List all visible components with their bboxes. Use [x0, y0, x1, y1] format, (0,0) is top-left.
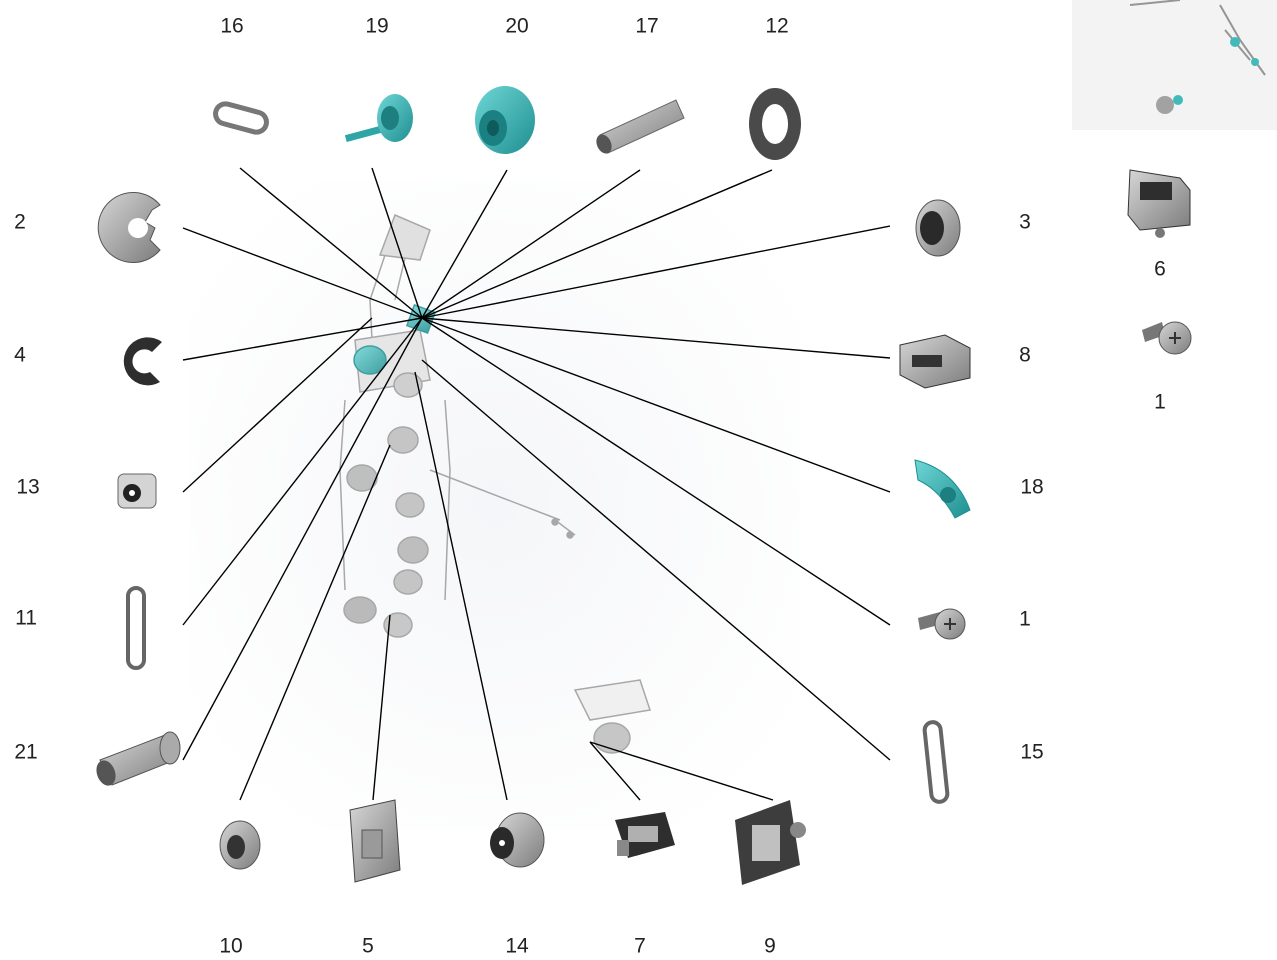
part-10-bushing-icon: [219, 820, 261, 870]
part-8-bracket-icon: [899, 334, 971, 389]
part-12-washer-icon: [749, 88, 801, 160]
label-left-5: 21: [14, 740, 38, 764]
label-inset-1: 6: [1154, 257, 1166, 281]
inset-overview: [1072, 0, 1277, 130]
label-right-2: 8: [1019, 343, 1031, 367]
inset-part-1-screw-icon: [1142, 321, 1192, 355]
label-top-4: 17: [635, 14, 659, 38]
part-2-e-clip-icon: [97, 192, 161, 263]
part-9-housing-icon: [735, 800, 806, 885]
part-4-c-clip-icon: [123, 337, 162, 386]
label-left-1: 2: [14, 210, 26, 234]
part-3-spacer-icon: [915, 199, 961, 257]
part-7-clamp-icon: [615, 812, 675, 858]
part-13-encoder-icon: [117, 473, 157, 509]
label-bottom-3: 14: [505, 934, 529, 958]
label-top-1: 16: [220, 14, 244, 38]
label-right-4: 1: [1019, 607, 1031, 631]
part-5-frame-icon: [349, 799, 401, 883]
label-bottom-2: 5: [362, 934, 374, 958]
part-14-motor-icon: [490, 812, 545, 868]
label-right-5: 15: [1020, 740, 1044, 764]
label-right-3: 18: [1020, 475, 1044, 499]
leader-lines: [182, 167, 891, 801]
part-18-segment-gear-icon: [914, 459, 971, 519]
part-1-screw-icon: [918, 608, 966, 640]
label-top-3: 20: [505, 14, 529, 38]
label-left-4: 11: [15, 606, 37, 630]
part-17-tube-icon: [596, 99, 685, 154]
label-left-3: 13: [16, 475, 40, 499]
label-bottom-4: 7: [634, 934, 646, 958]
part-11-link-icon: [126, 586, 146, 670]
assembly-background: [190, 180, 800, 830]
part-20-drum-icon: [475, 86, 535, 154]
label-bottom-1: 10: [219, 934, 243, 958]
label-top-2: 19: [365, 14, 389, 38]
label-inset-2: 1: [1154, 390, 1166, 414]
label-top-5: 12: [765, 14, 789, 38]
inset-part-6-bracket-icon: [1127, 169, 1191, 238]
part-15-link-icon: [922, 720, 950, 804]
part-21-sleeve-icon: [96, 731, 181, 786]
label-left-2: 4: [14, 343, 26, 367]
part-19-pulley-shaft-icon: [344, 94, 413, 143]
label-bottom-5: 9: [764, 934, 776, 958]
part-16-link-icon: [213, 101, 269, 135]
label-right-1: 3: [1019, 210, 1031, 234]
